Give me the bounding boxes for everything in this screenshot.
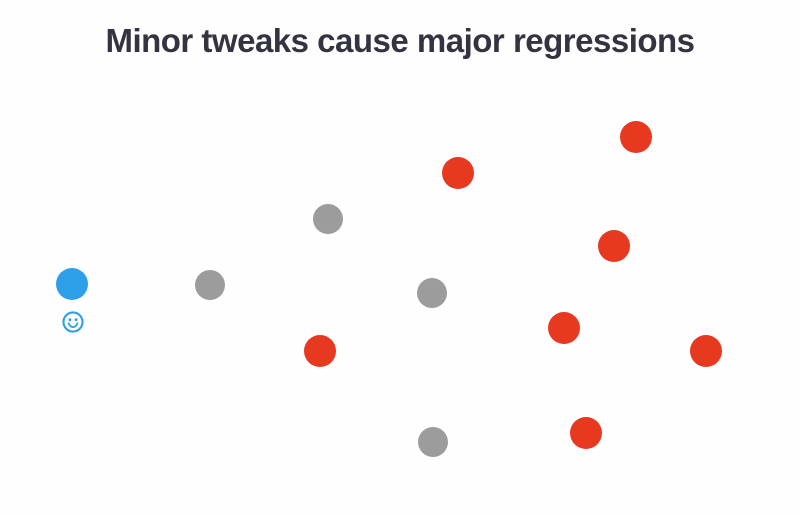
dot-regression [570, 417, 602, 449]
smiley-face-icon [62, 311, 84, 333]
dot-regression [690, 335, 722, 367]
dot-regression [442, 157, 474, 189]
dot-regression [598, 230, 630, 262]
dot-happy [56, 268, 88, 300]
dot-neutral [418, 427, 448, 457]
dot-regression [304, 335, 336, 367]
dot-neutral [313, 204, 343, 234]
dot-regression [620, 121, 652, 153]
page-title: Minor tweaks cause major regressions [105, 22, 695, 59]
dot-regression [548, 312, 580, 344]
dot-neutral [417, 278, 447, 308]
dot-neutral [195, 270, 225, 300]
